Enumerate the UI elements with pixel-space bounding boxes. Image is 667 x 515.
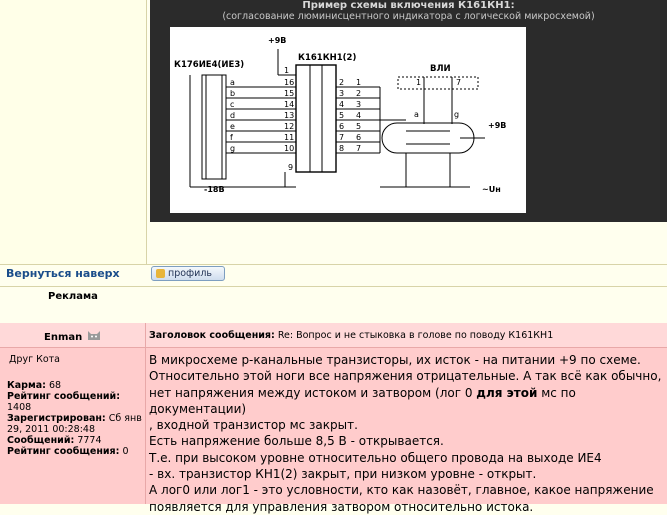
post-rating-value: 0: [122, 446, 129, 457]
subject-text: Re: Вопрос и не стыковка в голове по пов…: [277, 330, 554, 341]
image-caption-title: Пример схемы включения К161КН1:: [302, 0, 515, 11]
author-stats: Карма: 68 Рейтинг сообщений: 1408 Зареги…: [7, 380, 145, 457]
svg-text:3: 3: [339, 89, 344, 98]
body-line: Относительно этой ноги все напряжения от…: [149, 369, 662, 384]
plus9-top-label: +9В: [268, 36, 286, 45]
chip-mid-label: К161КН1(2): [298, 53, 356, 63]
chip-left-label: К176ИЕ4(ИЕ3): [174, 60, 244, 70]
body-emphasis: для этой: [476, 385, 538, 400]
right-pin-numbers: 2 3 4 5 6 7 8: [339, 78, 344, 153]
post-2-column-divider: [145, 323, 146, 504]
un-label: ~Uн: [482, 185, 501, 194]
svg-text:16: 16: [284, 78, 294, 87]
image-caption-subtitle: (согласование люминисцентного индикатора…: [222, 11, 595, 22]
post-2-author-name[interactable]: Enman: [44, 332, 83, 343]
profile-button[interactable]: профиль: [151, 266, 225, 281]
svg-text:7: 7: [356, 144, 361, 153]
output-pin-numbers: 1 2 3 4 5 6 7: [356, 78, 361, 153]
svg-text:c: c: [230, 100, 234, 109]
svg-text:g: g: [454, 110, 459, 119]
karma-value: 68: [48, 380, 62, 391]
post-2-body: В микросхеме р-канальные транзисторы, их…: [149, 352, 665, 515]
svg-text:f: f: [230, 133, 233, 142]
svg-text:15: 15: [284, 89, 294, 98]
body-line: А лог0 или лог1 - это условности, кто ка…: [149, 483, 654, 498]
ad-section: [0, 286, 667, 324]
karma-row: Карма: 68: [7, 380, 62, 391]
svg-text:e: e: [230, 122, 235, 131]
svg-text:d: d: [230, 111, 235, 120]
svg-text:7: 7: [456, 78, 461, 87]
svg-text:13: 13: [284, 111, 294, 120]
body-line: Т.е. при высоком уровне относительно общ…: [149, 450, 602, 465]
svg-text:12: 12: [284, 122, 294, 131]
svg-text:a: a: [230, 78, 235, 87]
post-2: [0, 323, 667, 504]
posts-value: 7774: [77, 435, 102, 446]
body-line: , входной транзистор мс закрыт.: [149, 418, 358, 433]
body-line: появляется для управления затвором относ…: [149, 499, 534, 514]
profile-icon: [156, 269, 165, 278]
posts-row: Сообщений: 7774: [7, 435, 102, 446]
vli-label: ВЛИ: [430, 64, 451, 74]
body-line: - вх. транзистор КН1(2) закрыт, при низк…: [149, 467, 537, 482]
registered-row: Зарегистрирован: Сб янв 29, 2011 00:28:4…: [7, 413, 142, 435]
svg-text:11: 11: [284, 133, 294, 142]
svg-text:10: 10: [284, 144, 294, 153]
body-line: нет напряжения между истоком и затвором …: [149, 385, 576, 416]
cat-icon: [88, 331, 100, 340]
author-rank: Друг Кота: [9, 354, 60, 365]
svg-text:1: 1: [416, 78, 421, 87]
svg-text:8: 8: [339, 144, 344, 153]
svg-text:6: 6: [339, 122, 344, 131]
body-line: В микросхеме р-канальные транзисторы, их…: [149, 353, 641, 367]
ad-title: Реклама: [48, 291, 98, 302]
post-1-author-column: [0, 0, 147, 264]
svg-text:4: 4: [339, 100, 344, 109]
minus18-label: -18В: [204, 185, 225, 194]
left-pin-numbers: 1 16 15 14 13 12 11 10 9: [284, 66, 294, 172]
post-2-subject: Заголовок сообщения: Re: Вопрос и не сты…: [149, 330, 553, 341]
svg-text:1: 1: [356, 78, 361, 87]
rating-value: 1408: [7, 402, 32, 413]
circuit-diagram: К176ИЕ4(ИЕ3) К161КН1(2) ВЛИ +9В +9В -18В…: [170, 27, 526, 213]
registered-value: Сб янв 29, 2011 00:28:48: [7, 413, 142, 435]
svg-text:g: g: [230, 144, 235, 153]
svg-text:3: 3: [356, 100, 361, 109]
back-to-top-link[interactable]: Вернуться наверх: [6, 267, 120, 280]
svg-text:a: a: [414, 110, 419, 119]
profile-button-label: профиль: [168, 268, 213, 279]
svg-text:4: 4: [356, 111, 361, 120]
svg-text:14: 14: [284, 100, 294, 109]
svg-text:5: 5: [339, 111, 344, 120]
vli-pin-labels: 1 7 a g: [414, 78, 461, 119]
svg-text:1: 1: [284, 66, 289, 75]
svg-text:5: 5: [356, 122, 361, 131]
subject-label: Заголовок сообщения:: [149, 330, 275, 341]
rating-row: Рейтинг сообщений: 1408: [7, 391, 120, 413]
svg-text:2: 2: [339, 78, 344, 87]
svg-text:b: b: [230, 89, 235, 98]
body-line: Есть напряжение больше 8,5 В - открывает…: [149, 434, 444, 449]
post-rating-row: Рейтинг сообщения: 0: [7, 446, 129, 457]
svg-text:9: 9: [288, 163, 293, 172]
post-2-header: [0, 323, 667, 348]
plus9-right-label: +9В: [488, 121, 506, 130]
segment-letters: a b c d e f g: [230, 78, 235, 153]
svg-text:6: 6: [356, 133, 361, 142]
svg-text:7: 7: [339, 133, 344, 142]
svg-text:2: 2: [356, 89, 361, 98]
